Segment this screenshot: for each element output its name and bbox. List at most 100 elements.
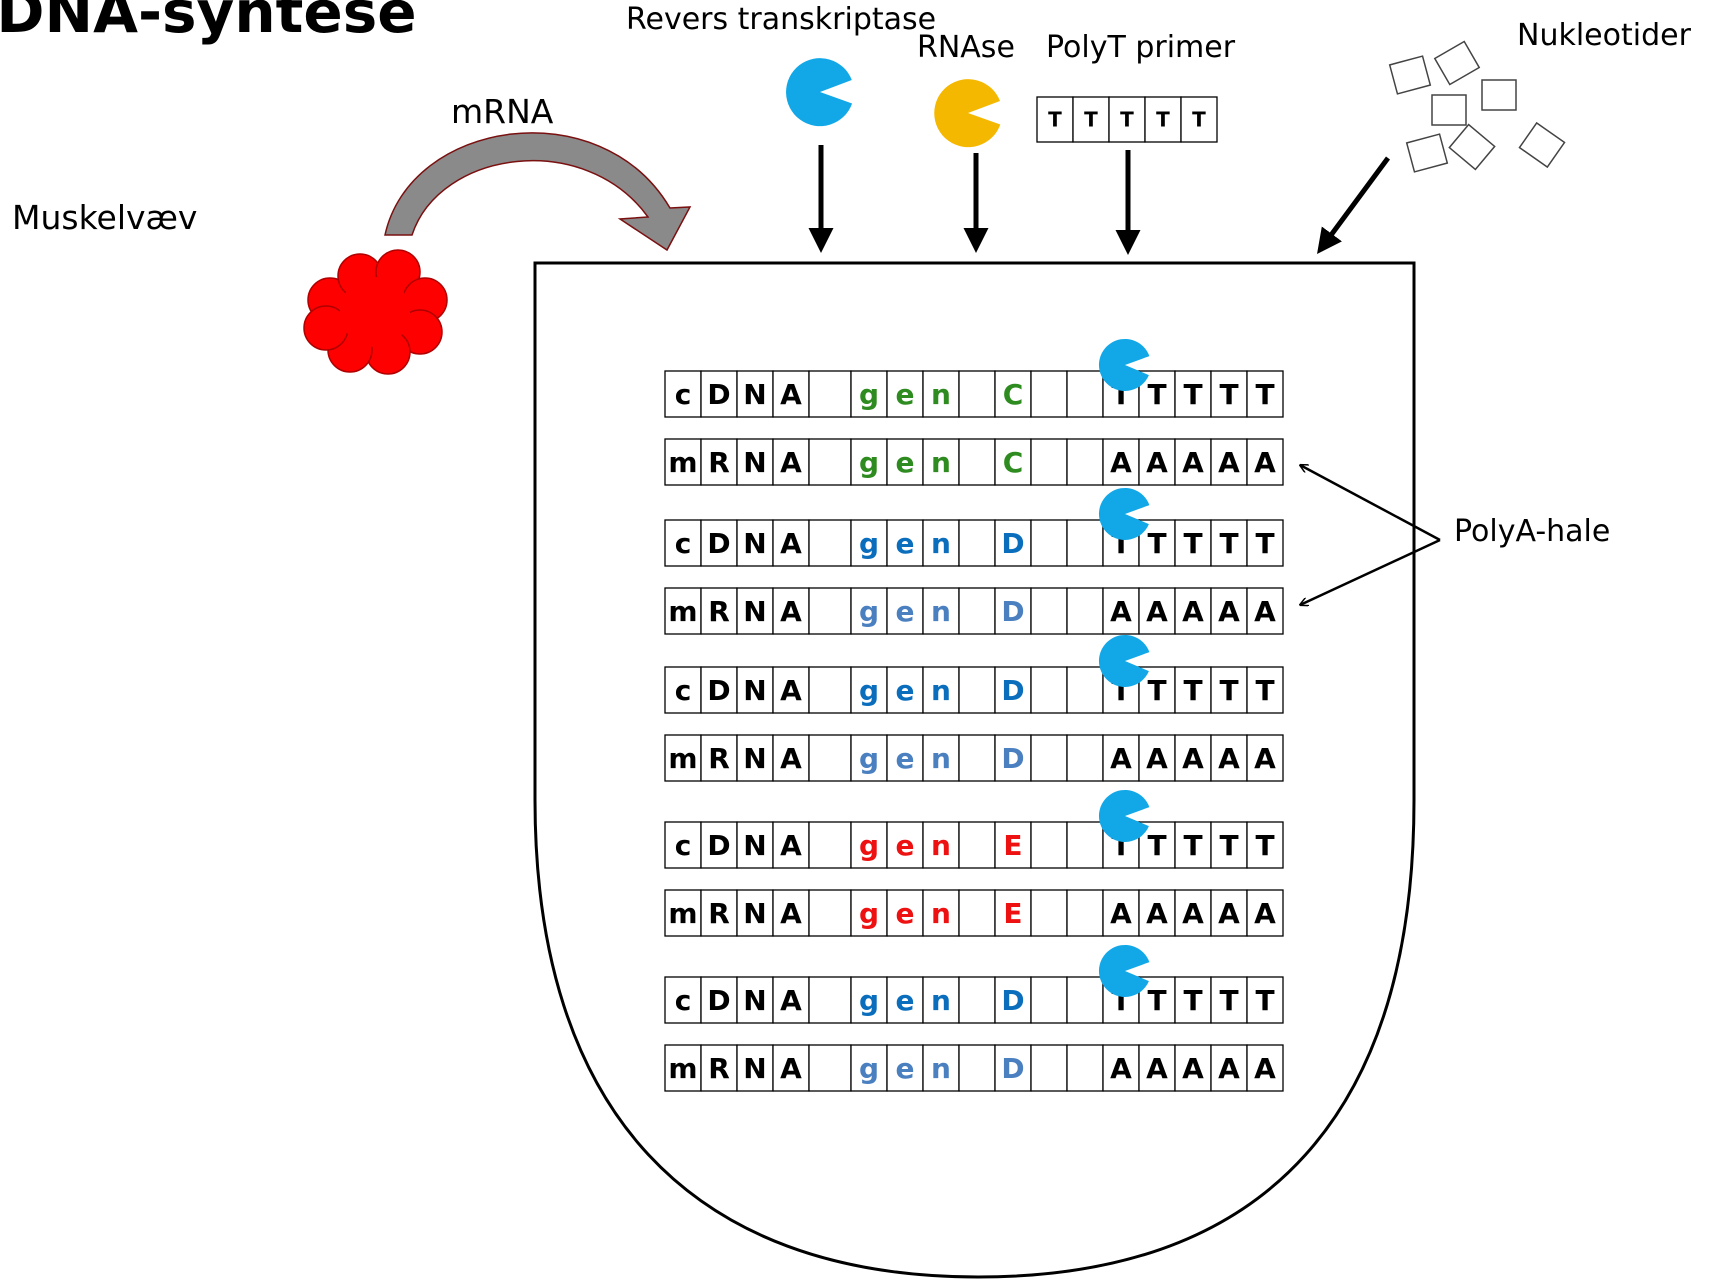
strand-letter: A bbox=[1110, 595, 1132, 628]
strand-letter: A bbox=[1146, 742, 1168, 775]
strand-cell bbox=[664, 370, 702, 418]
strand-cell bbox=[1246, 889, 1284, 937]
strand-cell bbox=[1066, 370, 1104, 418]
strand-letter: T bbox=[1255, 829, 1274, 862]
strand-cell bbox=[1030, 666, 1068, 714]
strand-cell bbox=[664, 889, 702, 937]
strand-letter: A bbox=[1110, 742, 1132, 775]
strand-cell bbox=[1030, 438, 1068, 486]
strand-letter: N bbox=[743, 984, 766, 1017]
strand-letter: A bbox=[780, 984, 802, 1017]
strand-letter: e bbox=[896, 378, 915, 411]
strand-cell bbox=[736, 734, 774, 782]
strand-cell bbox=[1210, 1044, 1248, 1092]
strand-cell bbox=[700, 370, 738, 418]
strand-cell bbox=[850, 976, 888, 1024]
strand-letter: A bbox=[780, 527, 802, 560]
strand-letter: T bbox=[1219, 829, 1238, 862]
strand-cell bbox=[922, 889, 960, 937]
strand-letter: T bbox=[1147, 674, 1166, 707]
strand-cell bbox=[1246, 1044, 1284, 1092]
strand-cell bbox=[958, 666, 996, 714]
strand-letter: A bbox=[1254, 595, 1276, 628]
strand-letter: R bbox=[708, 742, 730, 775]
strand-letter: g bbox=[859, 1052, 879, 1085]
strand-letter: N bbox=[743, 378, 766, 411]
strand-cell bbox=[850, 734, 888, 782]
strand-cell bbox=[1102, 1044, 1140, 1092]
strand-cell bbox=[1180, 96, 1218, 143]
strand-letter: T bbox=[1219, 674, 1238, 707]
strand-cell bbox=[1030, 734, 1068, 782]
strand-cell bbox=[994, 734, 1032, 782]
strand-letter: A bbox=[1254, 1052, 1276, 1085]
strand-letter: T bbox=[1255, 527, 1274, 560]
page-title: cDNA-syntese bbox=[0, 0, 417, 46]
strand-cell bbox=[1066, 519, 1104, 567]
strand-cell bbox=[1246, 666, 1284, 714]
strand-cell bbox=[886, 821, 924, 869]
strand-letter: T bbox=[1219, 378, 1238, 411]
strand-cell bbox=[1246, 519, 1284, 567]
strand-letter: T bbox=[1192, 108, 1206, 132]
strand-letter: A bbox=[1146, 1052, 1168, 1085]
strand-cell bbox=[922, 587, 960, 635]
strand-cell bbox=[1030, 519, 1068, 567]
strand-letter: e bbox=[896, 897, 915, 930]
strand-letter: m bbox=[668, 446, 697, 479]
strand-cell bbox=[958, 519, 996, 567]
strand-letter: g bbox=[859, 378, 879, 411]
strand-cell bbox=[1174, 734, 1212, 782]
strand-cell bbox=[664, 519, 702, 567]
strand-cell bbox=[922, 438, 960, 486]
strand-cell bbox=[1210, 889, 1248, 937]
strand-cell bbox=[664, 587, 702, 635]
strand-cell bbox=[1066, 438, 1104, 486]
strand-cell bbox=[1246, 734, 1284, 782]
reverse-transcriptase-icon bbox=[786, 58, 853, 127]
nucleotide-icon bbox=[1405, 133, 1449, 173]
strand-cell bbox=[808, 519, 852, 567]
strand-letter: D bbox=[1001, 1052, 1024, 1085]
strand-cell bbox=[922, 666, 960, 714]
strand-letter: T bbox=[1183, 829, 1202, 862]
strand-cell bbox=[1030, 587, 1068, 635]
strand-letter: T bbox=[1084, 108, 1098, 132]
strand-letter: D bbox=[1001, 674, 1024, 707]
strand-letter: R bbox=[708, 595, 730, 628]
strand-cell bbox=[808, 587, 852, 635]
reverse-transcriptase-icon bbox=[1098, 634, 1150, 687]
strand-cell bbox=[664, 976, 702, 1024]
strand-cell bbox=[700, 519, 738, 567]
strand-letter: A bbox=[1182, 446, 1204, 479]
strand-letter: A bbox=[1146, 897, 1168, 930]
strand-letter: n bbox=[931, 378, 951, 411]
strand-cell bbox=[772, 889, 810, 937]
strand-letter: T bbox=[1048, 108, 1062, 132]
strand-letter: n bbox=[931, 1052, 951, 1085]
strand-letter: g bbox=[859, 829, 879, 862]
strand-letter: N bbox=[743, 595, 766, 628]
strand-letter: T bbox=[1147, 829, 1166, 862]
strand-cell bbox=[772, 821, 810, 869]
reverse-transcriptase-icon bbox=[1098, 789, 1150, 842]
strand-letter: n bbox=[931, 742, 951, 775]
strand-letter: A bbox=[1110, 897, 1132, 930]
strand-cell bbox=[922, 734, 960, 782]
strand-cell bbox=[958, 438, 996, 486]
strand-letter: A bbox=[1182, 1052, 1204, 1085]
strand-letter: e bbox=[896, 595, 915, 628]
strand-cell bbox=[886, 976, 924, 1024]
strand-letter: n bbox=[931, 984, 951, 1017]
strand-letter: D bbox=[1001, 742, 1024, 775]
strand-letter: D bbox=[1001, 984, 1024, 1017]
strand-cell bbox=[1066, 666, 1104, 714]
strand-cell bbox=[1066, 889, 1104, 937]
